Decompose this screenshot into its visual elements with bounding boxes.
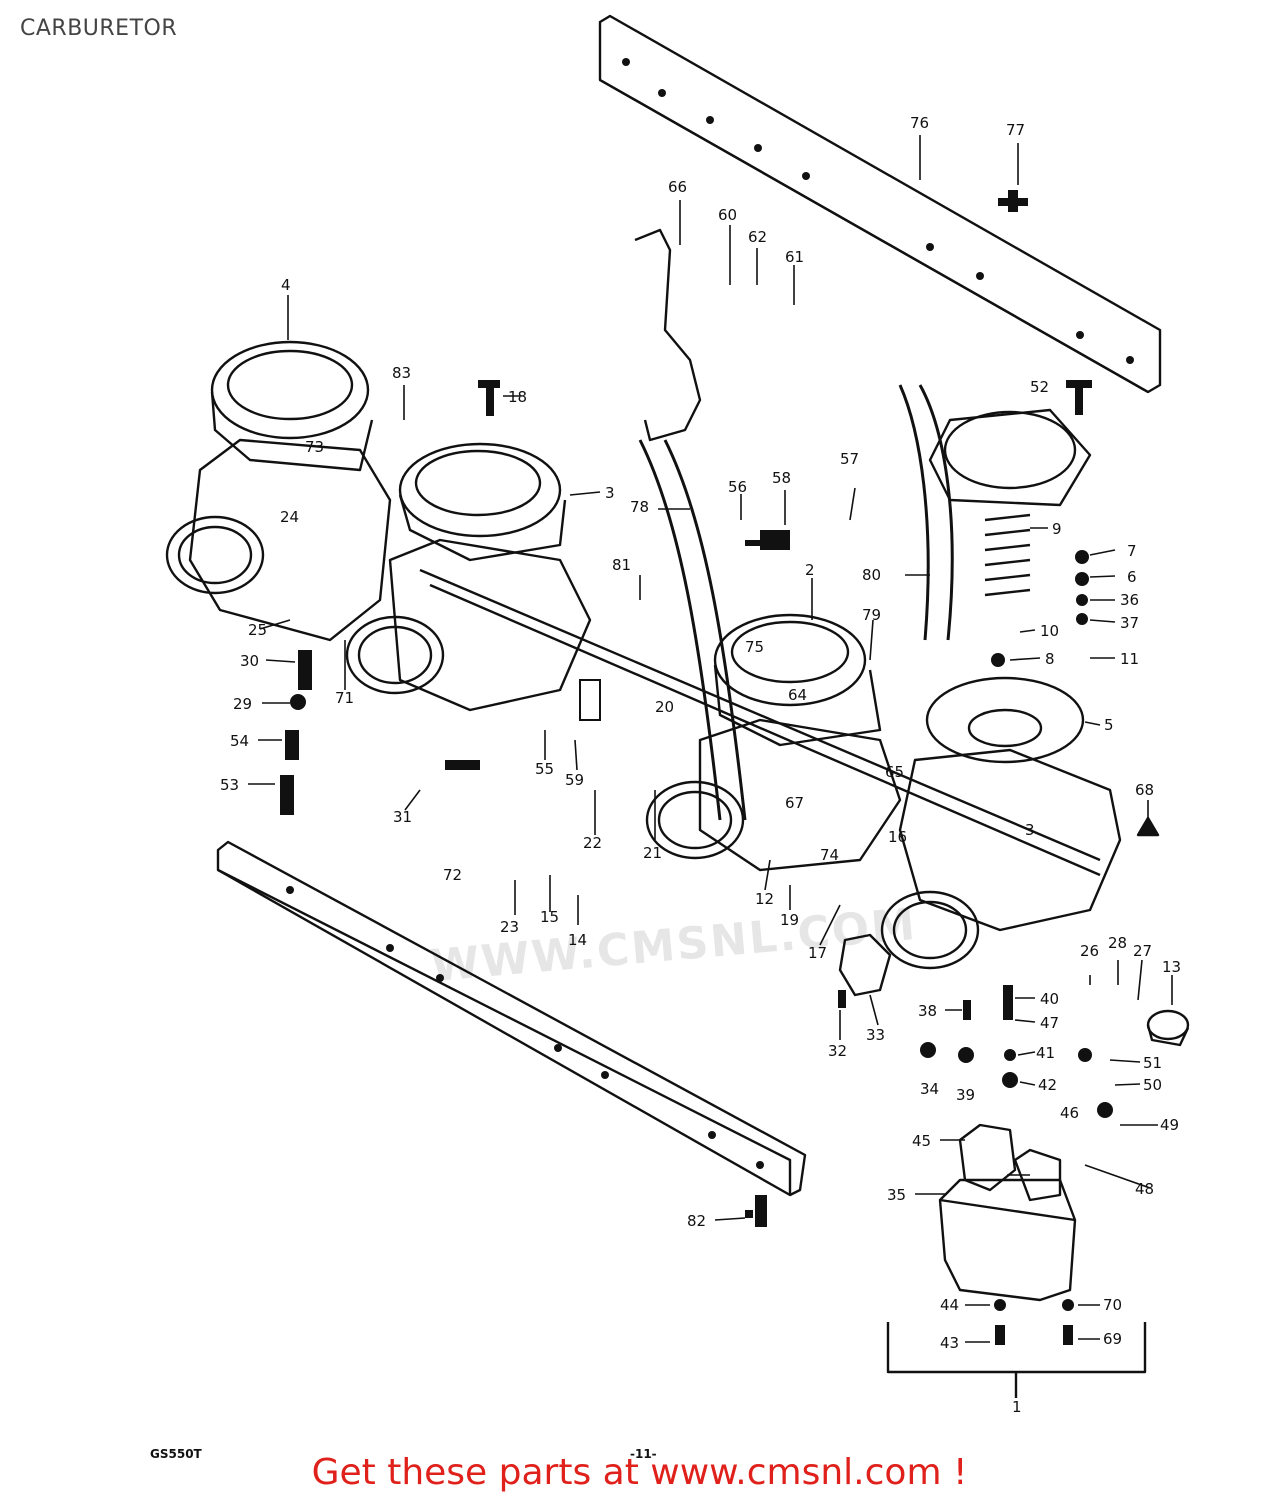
callout-15: 15: [540, 908, 559, 926]
callout-51: 51: [1143, 1054, 1162, 1072]
callout-52: 52: [1030, 378, 1049, 396]
callout-46: 46: [1060, 1104, 1079, 1122]
callout-8: 8: [1045, 650, 1055, 668]
top-plate: [598, 14, 1162, 394]
callout-47: 47: [1040, 1014, 1059, 1032]
callout-13: 13: [1162, 958, 1181, 976]
callout-80: 80: [862, 566, 881, 584]
callout-54: 54: [230, 732, 249, 750]
buy-parts-banner[interactable]: Get these parts at www.cmsnl.com !: [311, 1452, 968, 1493]
callout-11: 11: [1120, 650, 1139, 668]
callout-1: 1: [1012, 1398, 1022, 1416]
callout-79: 79: [862, 606, 881, 624]
callout-26: 26: [1080, 942, 1099, 960]
model-code: GS550T: [150, 1447, 202, 1461]
callout-4: 4: [281, 276, 291, 294]
callout-38: 38: [918, 1002, 937, 1020]
callout-27: 27: [1133, 942, 1152, 960]
callout-49: 49: [1160, 1116, 1179, 1134]
callout-25: 25: [248, 621, 267, 639]
callout-82: 82: [687, 1212, 706, 1230]
callout-7: 7: [1127, 542, 1137, 560]
callout-43: 43: [940, 1334, 959, 1352]
callout-56: 56: [728, 478, 747, 496]
callout-32: 32: [828, 1042, 847, 1060]
callout-60: 60: [718, 206, 737, 224]
callout-50: 50: [1143, 1076, 1162, 1094]
callout-83: 83: [392, 364, 411, 382]
callout-40: 40: [1040, 990, 1059, 1008]
callout-35: 35: [887, 1186, 906, 1204]
callout-24: 24: [280, 508, 299, 526]
callout-58: 58: [772, 469, 791, 487]
callout-61: 61: [785, 248, 804, 266]
callout-23: 23: [500, 918, 519, 936]
callout-44: 44: [940, 1296, 959, 1314]
callout-6: 6: [1127, 568, 1137, 586]
callout-19: 19: [780, 911, 799, 929]
callout-45: 45: [912, 1132, 931, 1150]
callout-74: 74: [820, 846, 839, 864]
page-mark: -11-: [630, 1447, 657, 1461]
callout-36: 36: [1120, 591, 1139, 609]
callout-59: 59: [565, 771, 584, 789]
callout-20: 20: [655, 698, 674, 716]
callout-33: 33: [866, 1026, 885, 1044]
callout-9: 9: [1052, 520, 1062, 538]
callout-70: 70: [1103, 1296, 1122, 1314]
callout-65: 65: [885, 763, 904, 781]
callout-22: 22: [583, 834, 602, 852]
callout-30: 30: [240, 652, 259, 670]
callout-17: 17: [808, 944, 827, 962]
callout-42: 42: [1038, 1076, 1057, 1094]
callout-64: 64: [788, 686, 807, 704]
callout-77: 77: [1006, 121, 1025, 139]
callout-2: 2: [805, 561, 815, 579]
callout-48: 48: [1135, 1180, 1154, 1198]
callout-41: 41: [1036, 1044, 1055, 1062]
callout-68: 68: [1135, 781, 1154, 799]
callout-12: 12: [755, 890, 774, 908]
callout-3b: 3: [1025, 821, 1035, 839]
callout-57: 57: [840, 450, 859, 468]
callout-55: 55: [535, 760, 554, 778]
callout-10: 10: [1040, 622, 1059, 640]
callout-69: 69: [1103, 1330, 1122, 1348]
callout-71: 71: [335, 689, 354, 707]
callout-28: 28: [1108, 934, 1127, 952]
callout-29: 29: [233, 695, 252, 713]
callout-62: 62: [748, 228, 767, 246]
callout-75: 75: [745, 638, 764, 656]
callout-72: 72: [443, 866, 462, 884]
callout-16: 16: [888, 828, 907, 846]
callout-78: 78: [630, 498, 649, 516]
callout-66: 66: [668, 178, 687, 196]
page-title: CARBURETOR: [20, 16, 178, 41]
callout-31: 31: [393, 808, 412, 826]
callout-5: 5: [1104, 716, 1114, 734]
callout-18: 18: [508, 388, 527, 406]
callout-labels: 4 83 18 3 73 24 76 77 66 60 62 61 52 57 …: [220, 114, 1181, 1416]
callout-76: 76: [910, 114, 929, 132]
callout-34: 34: [920, 1080, 939, 1098]
callout-73: 73: [305, 438, 324, 456]
callout-37: 37: [1120, 614, 1139, 632]
callout-53: 53: [220, 776, 239, 794]
callout-81: 81: [612, 556, 631, 574]
callout-39: 39: [956, 1086, 975, 1104]
callout-3a: 3: [605, 484, 615, 502]
callout-14: 14: [568, 931, 587, 949]
callout-67: 67: [785, 794, 804, 812]
callout-21: 21: [643, 844, 662, 862]
